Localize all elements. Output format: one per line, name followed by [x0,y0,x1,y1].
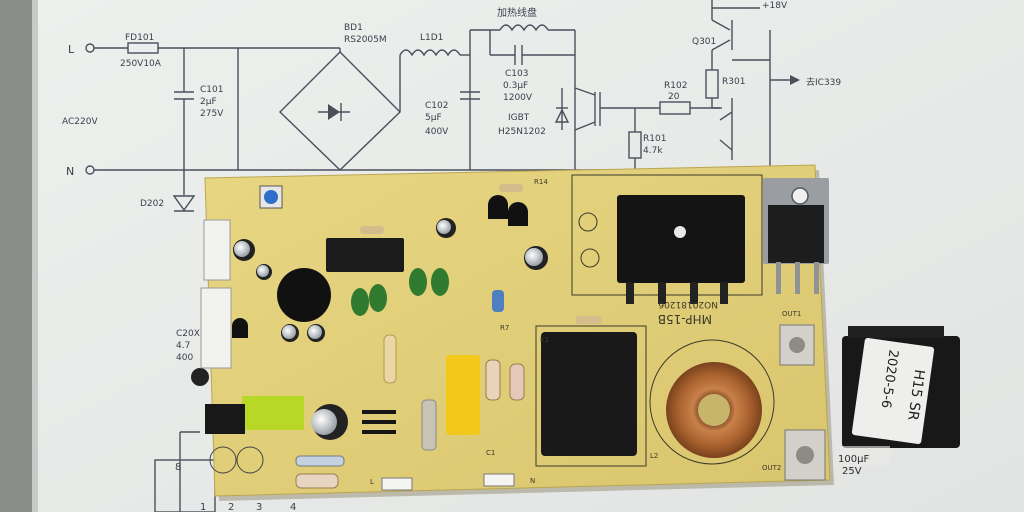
silk-l2: L2 [650,452,658,460]
ac-voltage-label: AC220V [62,117,98,127]
silk-out2: OUT2 [762,464,781,472]
r102-value-label: 20 [668,92,680,102]
bridge-rectifier [617,195,745,283]
r301-ref-label: R301 [722,77,745,87]
resistors [295,184,602,489]
igbt-part-label: H25N1202 [498,127,546,137]
pcb-board: MHP-15B NO20181206 OUT1 OUT2 L N C1 R14 … [191,164,834,501]
silk-pad-l: L [370,478,374,486]
board-model-text: MHP-15B [658,312,712,326]
c103-value-label: 0.3μF [503,81,528,91]
cap-value-label: 100μF [838,454,869,465]
silk-c1: C1 [486,449,495,457]
silk-r7: R7 [500,324,509,332]
pin-2-label: 2 [228,502,234,512]
c102-voltage-label: 400V [425,127,449,137]
igbt-label: IGBT [508,113,530,123]
output-dest-label: 去IC339 [806,76,841,88]
c102-value-label: 5μF [425,113,442,123]
paper-edge-shadow [0,0,32,512]
board-serial-text: NO20181206 [658,299,718,309]
c101-value-label: 2μF [200,97,217,107]
transformer-label-line1: H15 SR [904,368,927,421]
schematic-labels: L N FD101 250V10A AC220V C101 2μF 275V B… [62,1,841,512]
r102-ref-label: R102 [664,81,687,91]
switching-transformer [242,396,304,430]
r101-value-label: 4.7k [643,146,663,156]
coil-label: 加热线盘 [497,6,537,19]
connector-cn2 [200,287,232,369]
vcc-label: +18V [762,1,788,11]
c103-voltage-label: 1200V [503,93,533,103]
inductor-ref-label: L1D1 [420,33,443,43]
c101-voltage-label: 275V [200,109,224,119]
connector-cn1 [203,219,231,281]
q301-ref-label: Q301 [692,37,716,47]
fuse-ref-label: FD101 [125,33,154,43]
c102-ref-label: C102 [425,101,448,111]
c20x-ref-label: C20X [176,329,200,339]
c20x-value-label: 4.7 [176,341,190,351]
r101-ref-label: R101 [643,134,666,144]
pin-1-label: 1 [200,502,206,512]
silk-out1: OUT1 [782,310,801,318]
node-l-label: L [68,43,75,56]
power-inductor [277,268,331,322]
x-capacitor [446,355,480,435]
filter-capacitor [541,332,637,456]
film-capacitors [351,268,449,316]
c103-ref-label: C103 [505,69,528,79]
small-transistors [232,195,528,338]
silk-pad-n: N [530,477,535,485]
c101-ref-label: C101 [200,85,223,95]
cap-voltage-label: 25V [842,466,862,477]
pin-4-label: 4 [290,502,296,512]
c20x-voltage-label: 400 [176,353,193,363]
pin-8-label: 8 [175,462,181,473]
silk-k1: K1 [540,336,549,344]
fuse-rating-label: 250V10A [120,59,162,69]
node-n-label: N [66,165,74,178]
pin-3-label: 3 [256,502,262,512]
silk-r14: R14 [534,178,548,186]
control-ic [326,238,404,272]
d202-ref-label: D202 [140,199,164,209]
wire-leads [209,446,345,474]
electrolytic-capacitors [191,218,548,440]
bridge-ref-label: BD1 [344,23,363,33]
external-transformer: H15 SR 2020-5-6 100μF 25V [838,326,960,477]
bridge-part-label: RS2005M [344,35,387,45]
